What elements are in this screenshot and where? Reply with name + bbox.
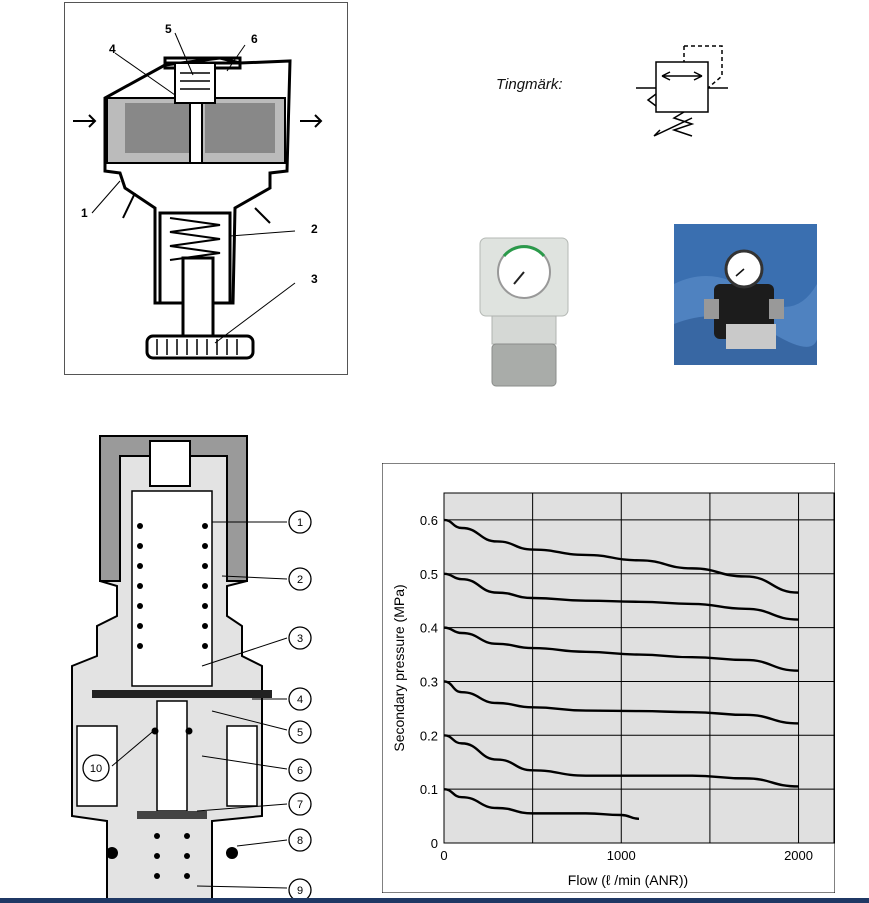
pneumatic-symbol-area: Tingmärk: — [496, 36, 746, 146]
diagram1-label-5: 5 — [165, 22, 172, 36]
y-tick-label-3: 0.3 — [420, 674, 438, 689]
chart-grid — [443, 493, 834, 843]
x-tick-label-2: 2000 — [784, 848, 813, 863]
bottom-bar — [0, 898, 869, 903]
y-tick-label-2: 0.2 — [420, 728, 438, 743]
x-axis-label: Flow (ℓ /min (ANR)) — [568, 872, 688, 888]
y-tick-label-4: 0.4 — [420, 621, 438, 636]
series-line-0 — [443, 518, 799, 594]
y-tick-label-1: 0.1 — [420, 782, 438, 797]
diagram2-label-10: 10 — [90, 763, 102, 775]
flow-characteristics-chart: 0 0.1 0.2 0.3 0.4 0.5 0.6 0 1000 2000 Flow (ℓ /mi… — [382, 463, 835, 893]
diagram2-label-2: 2 — [297, 574, 303, 586]
diagram2-label-1: 1 — [297, 517, 303, 529]
symbol-label: Tingmärk: — [496, 76, 563, 93]
plot-area — [443, 492, 835, 844]
regulator-symbol-icon — [636, 45, 728, 137]
regulator-product-photo — [474, 226, 574, 388]
series-line-4 — [443, 734, 799, 788]
y-tick-label-6: 0.6 — [420, 513, 438, 528]
series-line-1 — [443, 572, 799, 621]
diagram2-label-7: 7 — [297, 799, 303, 811]
diagram2-label-5: 5 — [297, 727, 303, 739]
chart-series-group — [443, 518, 799, 820]
y-tick-label-0: 0 — [431, 836, 438, 851]
diagram2-label-4: 4 — [297, 694, 303, 706]
diagram1-label-6: 6 — [251, 32, 258, 46]
diagram2-label-8: 8 — [297, 835, 303, 847]
diagram1-label-3: 3 — [311, 272, 318, 286]
series-line-5 — [443, 787, 640, 820]
series-line-3 — [443, 680, 799, 725]
regulator-product-photo-blue — [674, 224, 817, 365]
diagram2-label-6: 6 — [297, 765, 303, 777]
chart-ticks: 0 0.1 0.2 0.3 0.4 0.5 0.6 0 1000 2000 — [420, 513, 813, 863]
diagram1-label-4: 4 — [109, 42, 116, 56]
y-tick-label-5: 0.5 — [420, 567, 438, 582]
x-tick-label-0: 0 — [440, 848, 447, 863]
regulator-cross-section-diagram: 1 2 3 4 5 6 — [64, 2, 348, 375]
diagram2-label-3: 3 — [297, 633, 303, 645]
diagram1-label-1: 1 — [81, 206, 88, 220]
series-line-2 — [443, 626, 799, 672]
y-axis-label: Secondary pressure (MPa) — [391, 584, 407, 751]
x-tick-label-1: 1000 — [607, 848, 636, 863]
regulator-detailed-cross-section: 1 2 3 4 5 6 7 8 9 10 — [62, 416, 322, 903]
diagram1-label-2: 2 — [311, 222, 318, 236]
diagram2-label-9: 9 — [297, 885, 303, 897]
